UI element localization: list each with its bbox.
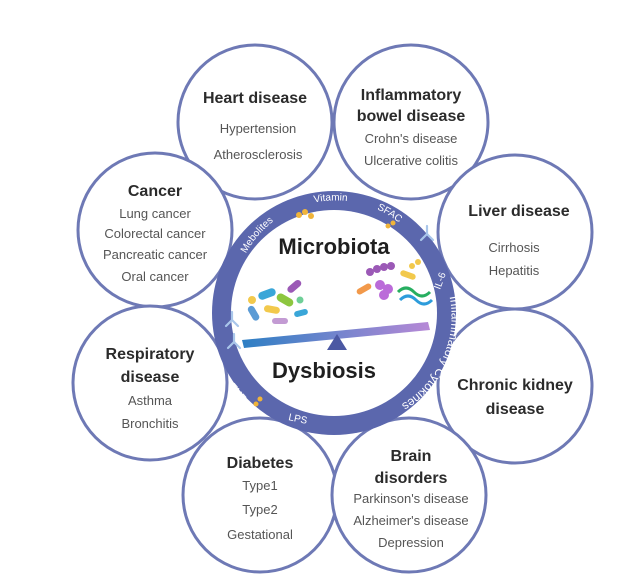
brain-disorders-title: Brain xyxy=(391,448,432,465)
liver-disease-group: Liver disease Cirrhosis Hepatitis xyxy=(468,203,570,278)
liver-disease-circle xyxy=(436,153,594,311)
liver-disease-title: Liver disease xyxy=(468,203,570,220)
diabetes-group: Diabetes Type1 Type2 Gestational xyxy=(227,455,294,542)
brain-disorders-circle xyxy=(330,416,488,574)
heart-disease-item: Atherosclerosis xyxy=(214,147,303,162)
heart-disease-group: Heart disease Hypertension Atheroscleros… xyxy=(203,90,307,162)
bacteria-cluster-icon xyxy=(356,259,434,306)
center-core xyxy=(231,210,437,416)
respiratory-disease-circle xyxy=(71,304,229,462)
diabetes-item: Gestational xyxy=(227,527,293,542)
respiratory-disease-item: Bronchitis xyxy=(121,416,179,431)
cancer-item: Pancreatic cancer xyxy=(103,247,208,262)
respiratory-disease-title: Respiratory xyxy=(106,346,195,363)
disease-circles xyxy=(71,43,594,574)
cancer-title: Cancer xyxy=(128,183,182,200)
center-hub: Mebolites Vitamin SFAC Inflammatory Cyto… xyxy=(212,191,463,435)
respiratory-disease-item: Asthma xyxy=(128,393,173,408)
diabetes-item: Type2 xyxy=(242,502,277,517)
kidney-disease-group: Chronic kidney disease xyxy=(457,377,573,418)
bacteria-cluster-icon xyxy=(247,279,308,324)
respiratory-disease-group: Respiratory disease Asthma Bronchitis xyxy=(106,346,195,431)
ibd-group: Inflammatory bowel disease Crohn's disea… xyxy=(357,87,466,168)
liver-disease-item: Cirrhosis xyxy=(488,240,540,255)
brain-disorders-title: disorders xyxy=(375,470,448,487)
ibd-title: Inflammatory xyxy=(361,87,462,104)
brain-disorders-item: Alzheimer's disease xyxy=(353,513,468,528)
kidney-disease-title: Chronic kidney xyxy=(457,377,573,394)
liver-disease-item: Hepatitis xyxy=(489,263,540,278)
heart-disease-item: Hypertension xyxy=(220,121,297,136)
diabetes-title: Diabetes xyxy=(227,455,294,472)
y-antibody-icon xyxy=(224,224,435,350)
heart-disease-title: Heart disease xyxy=(203,90,307,107)
cancer-item: Lung cancer xyxy=(119,206,191,221)
ibd-item: Crohn's disease xyxy=(365,131,458,146)
cancer-item: Oral cancer xyxy=(121,269,189,284)
respiratory-disease-title: disease xyxy=(121,369,180,386)
ibd-item: Ulcerative colitis xyxy=(364,153,458,168)
molecule-chain-icon xyxy=(253,209,396,407)
microbiota-title: Microbiota xyxy=(278,234,390,259)
brain-disorders-item: Parkinson's disease xyxy=(353,491,468,506)
diabetes-item: Type1 xyxy=(242,478,277,493)
fulcrum-triangle xyxy=(327,334,347,350)
lps-label: LPS xyxy=(287,412,308,427)
heart-disease-circle xyxy=(176,43,334,201)
cancer-item: Colorectal cancer xyxy=(104,226,206,241)
kidney-disease-title: disease xyxy=(486,401,545,418)
brain-disorders-group: Brain disorders Parkinson's disease Alzh… xyxy=(353,448,468,550)
ibd-circle xyxy=(332,43,490,201)
brain-disorders-item: Depression xyxy=(378,535,444,550)
kidney-disease-circle xyxy=(436,307,594,465)
vitamin-label: Vitamin xyxy=(313,192,348,205)
dysbiosis-title: Dysbiosis xyxy=(272,358,376,383)
seesaw-beam xyxy=(242,322,430,348)
cancer-group: Cancer Lung cancer Colorectal cancer Pan… xyxy=(103,183,208,284)
ibd-title: bowel disease xyxy=(357,108,466,125)
diabetes-circle xyxy=(181,416,339,574)
